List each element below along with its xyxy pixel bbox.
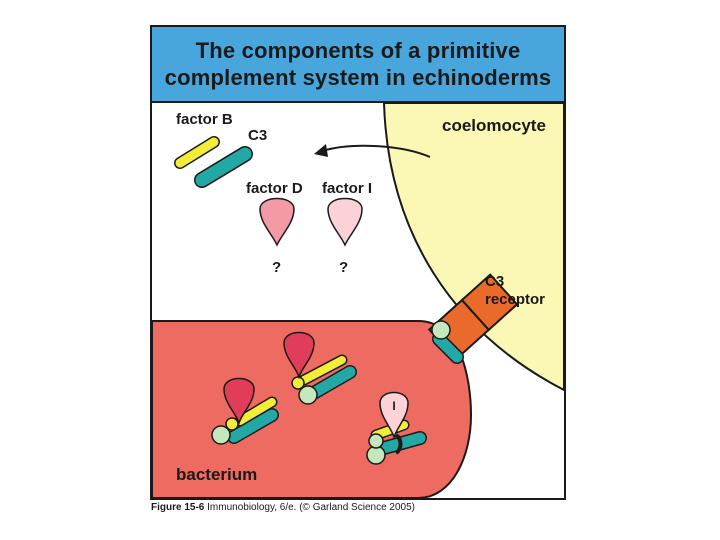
factor-i-label: factor I	[322, 180, 372, 197]
figure-caption: Figure 15-6 Immunobiology, 6/e. (© Garla…	[151, 502, 415, 513]
title-bar: The components of a primitive complement…	[152, 27, 564, 103]
bacterium-label: bacterium	[176, 465, 257, 484]
c3bbb-complex-upper	[283, 331, 357, 405]
coelomocyte-cell	[382, 102, 564, 392]
factor-i-mark: I	[392, 399, 395, 413]
caption-source: Immunobiology, 6/e. (© Garland Science 2…	[204, 502, 415, 513]
coelomocyte-label: coelomocyte	[442, 116, 546, 135]
c3-protein	[194, 146, 253, 188]
c3-receptor-label-line1: C3	[485, 273, 504, 290]
caption-figure-ref: Figure 15-6	[151, 502, 205, 513]
factor-b-label: factor B	[176, 111, 233, 128]
factor-d-protein	[259, 197, 295, 247]
figure-title-line1: The components of a primitive	[195, 38, 521, 63]
factor-b-protein	[174, 136, 220, 169]
c3-label: C3	[248, 127, 267, 144]
factor-i-unknown-mark: ?	[339, 259, 348, 276]
complement-diagram: I factor B C3 factor D factor I ? ? coel…	[152, 102, 564, 498]
c3-receptor-label-line2: receptor	[485, 291, 545, 308]
figure-title-line2: complement system in echinoderms	[164, 65, 552, 90]
factor-d-label: factor D	[246, 180, 303, 197]
figure-panel: I factor B C3 factor D factor I ? ? coel…	[150, 25, 566, 500]
secretion-arrow	[314, 144, 431, 158]
c3b-factor-i-complex: I	[366, 391, 427, 465]
c3bbb-complex-left	[211, 377, 279, 445]
c3-receptor	[427, 273, 519, 364]
factor-i-protein	[327, 197, 363, 247]
factor-d-unknown-mark: ?	[272, 259, 281, 276]
